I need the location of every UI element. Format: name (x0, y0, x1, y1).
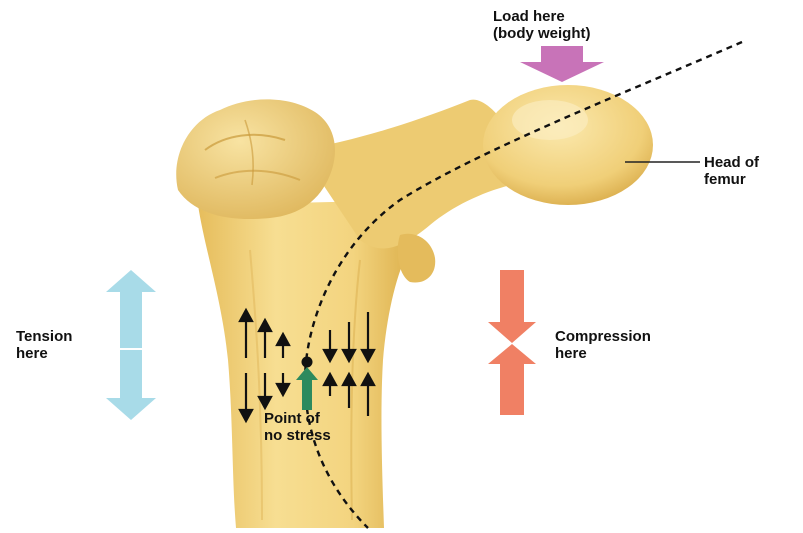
compression-label: Compression here (555, 328, 651, 362)
greater-trochanter (176, 99, 335, 219)
tension-arrow (106, 270, 156, 420)
point-label-line1: Point of (264, 410, 331, 427)
compression-label-line1: Compression (555, 328, 651, 345)
load-label-line2: (body weight) (493, 25, 591, 42)
head-of-femur-label: Head of femur (704, 154, 759, 188)
head-label-line1: Head of (704, 154, 759, 171)
lesser-trochanter (398, 234, 436, 283)
femur-bone (176, 85, 653, 528)
tension-label-line2: here (16, 345, 72, 362)
tension-label-line1: Tension (16, 328, 72, 345)
point-label-line2: no stress (264, 427, 331, 444)
no-stress-point (302, 357, 313, 368)
tension-label: Tension here (16, 328, 72, 362)
compression-arrow (488, 270, 536, 415)
head-label-line2: femur (704, 171, 759, 188)
point-of-no-stress-label: Point of no stress (264, 410, 331, 444)
compression-label-line2: here (555, 345, 651, 362)
load-label-line1: Load here (493, 8, 591, 25)
load-label: Load here (body weight) (493, 8, 591, 42)
load-arrow (520, 46, 604, 82)
